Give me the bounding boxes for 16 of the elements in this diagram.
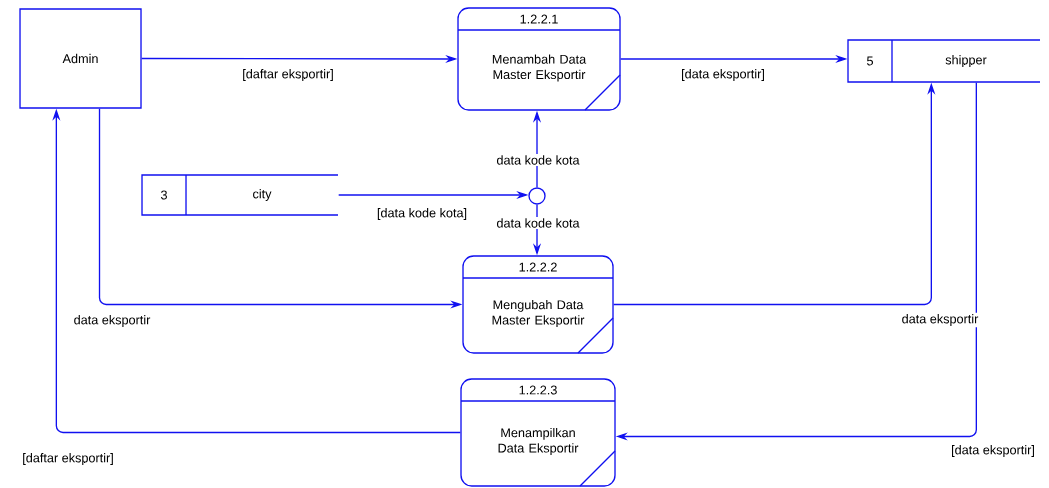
edge-label: [data eksportir] — [679, 67, 767, 83]
edge-label: [daftar eksportir] — [240, 67, 336, 83]
edge-label: data eksportir — [900, 312, 980, 328]
data-store: 3 city — [141, 174, 339, 216]
process-box: 1.2.2.1 Menambah Data Master Eksportir — [457, 7, 621, 111]
edge-label: [daftar eksportir] — [20, 451, 116, 467]
edge-label: [data kode kota] — [375, 206, 469, 222]
junction-circle — [528, 187, 546, 205]
edge-label: data kode kota — [495, 217, 581, 229]
edge-label: [data eksportir] — [949, 443, 1037, 459]
process-box: 1.2.2.3 Menampilkan Data Eksportir — [460, 378, 616, 487]
edge-label: data eksportir — [72, 313, 152, 329]
entity-box: Admin — [19, 8, 142, 109]
process-box: 1.2.2.2 Mengubah Data Master Eksportir — [462, 255, 614, 354]
data-store: 5 shipper — [847, 39, 1041, 83]
edge-label: data kode kota — [495, 154, 581, 166]
